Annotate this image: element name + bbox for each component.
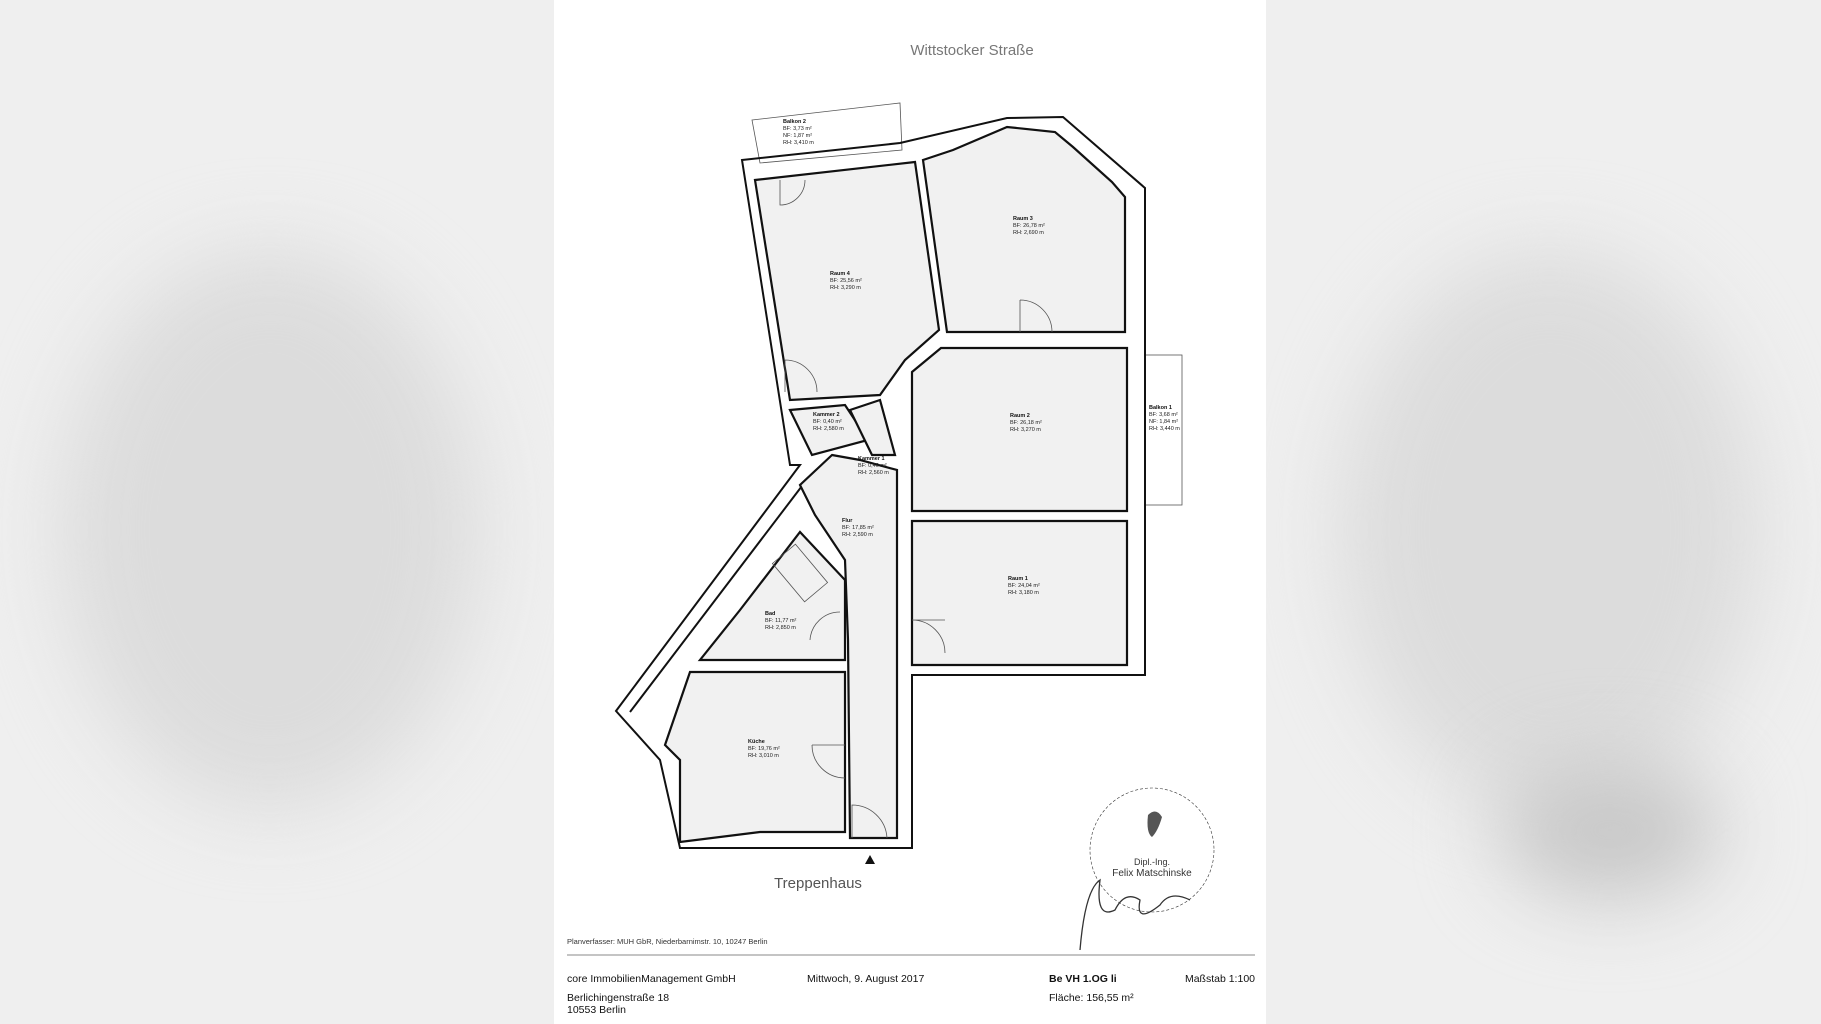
room-raum-4 bbox=[753, 160, 941, 402]
outer-wall bbox=[614, 115, 1146, 849]
svg-text:BF: 25,56 m²: BF: 25,56 m² bbox=[830, 278, 862, 284]
svg-text:Balkon 2: Balkon 2 bbox=[783, 119, 806, 125]
plan-scale: Maßstab 1:100 bbox=[1185, 973, 1255, 985]
svg-text:BF: 19,76 m²: BF: 19,76 m² bbox=[748, 746, 780, 752]
signature bbox=[1079, 878, 1191, 951]
svg-text:BF: 0,40 m²: BF: 0,40 m² bbox=[813, 419, 842, 425]
room-kueche bbox=[663, 670, 847, 844]
company-name: core ImmobilienManagement GmbH bbox=[567, 973, 736, 985]
svg-text:BF: 24,04 m²: BF: 24,04 m² bbox=[1008, 583, 1040, 589]
svg-text:Kammer 1: Kammer 1 bbox=[858, 456, 885, 462]
door-arc bbox=[809, 611, 841, 641]
svg-text:RH: 3,180 m: RH: 3,180 m bbox=[1008, 590, 1039, 596]
svg-text:Dipl.-Ing.: Dipl.-Ing. bbox=[1134, 857, 1170, 867]
svg-text:RH: 2,560 m: RH: 2,560 m bbox=[858, 470, 889, 476]
svg-text:RH: 3,270 m: RH: 3,270 m bbox=[1010, 427, 1041, 433]
svg-text:RH: 3,410 m: RH: 3,410 m bbox=[783, 140, 814, 146]
door-arc bbox=[851, 804, 888, 839]
blurred-background-right-stamp bbox=[1500, 760, 1720, 900]
svg-text:Raum 2: Raum 2 bbox=[1010, 413, 1030, 419]
room-raum-2 bbox=[910, 346, 1129, 513]
architect-stamp: Dipl.-Ing. Felix Matschinske bbox=[1079, 787, 1215, 951]
svg-text:RH: 2,580 m: RH: 2,580 m bbox=[813, 426, 844, 432]
blurred-background-left bbox=[60, 250, 480, 810]
svg-text:NF: 1,84 m²: NF: 1,84 m² bbox=[1149, 419, 1178, 425]
svg-text:RH: 3,290 m: RH: 3,290 m bbox=[830, 285, 861, 291]
svg-text:BF: 3,73 m²: BF: 3,73 m² bbox=[783, 126, 812, 132]
planverfasser-text: Planverfasser: MUH GbR, Niederbarnimstr.… bbox=[567, 937, 768, 946]
svg-text:Balkon 1: Balkon 1 bbox=[1149, 405, 1172, 411]
company-street: Berlichingenstraße 18 bbox=[567, 992, 669, 1004]
left-diagonal-wall bbox=[629, 481, 806, 713]
svg-text:BF: 3,68 m²: BF: 3,68 m² bbox=[1149, 412, 1178, 418]
room-raum-1 bbox=[910, 519, 1129, 667]
svg-text:Kammer 2: Kammer 2 bbox=[813, 412, 840, 418]
door-arc bbox=[811, 744, 846, 779]
svg-text:RH: 2,850 m: RH: 2,850 m bbox=[765, 625, 796, 631]
svg-text:NF: 1,87 m²: NF: 1,87 m² bbox=[783, 133, 812, 139]
stairwell-label: Treppenhaus bbox=[774, 875, 862, 892]
svg-text:RH: 3,440 m: RH: 3,440 m bbox=[1149, 426, 1180, 432]
svg-text:RH: 3,010 m: RH: 3,010 m bbox=[748, 753, 779, 759]
company-city: 10553 Berlin bbox=[567, 1004, 626, 1016]
svg-text:BF: 0,40 m²: BF: 0,40 m² bbox=[858, 463, 887, 469]
svg-text:Küche: Küche bbox=[748, 739, 765, 745]
balkon-2-area bbox=[751, 102, 903, 164]
room-kammer-1 bbox=[848, 398, 897, 457]
svg-text:Raum 1: Raum 1 bbox=[1008, 576, 1028, 582]
svg-text:BF: 26,78 m²: BF: 26,78 m² bbox=[1013, 223, 1045, 229]
svg-text:Raum 3: Raum 3 bbox=[1013, 216, 1033, 222]
svg-text:Flur: Flur bbox=[842, 518, 853, 524]
total-area: Fläche: 156,55 m² bbox=[1049, 992, 1134, 1004]
svg-text:BF: 11,77 m²: BF: 11,77 m² bbox=[765, 618, 797, 624]
svg-text:Felix Matschinske: Felix Matschinske bbox=[1112, 868, 1192, 879]
door-arc bbox=[784, 359, 818, 393]
room-flur bbox=[798, 453, 899, 840]
room-bad bbox=[697, 530, 847, 662]
plan-id: Be VH 1.OG li bbox=[1049, 973, 1117, 985]
svg-text:Raum 4: Raum 4 bbox=[830, 271, 851, 277]
svg-text:RH: 2,590 m: RH: 2,590 m bbox=[842, 532, 873, 538]
room-raum-3 bbox=[921, 125, 1127, 334]
entrance-marker-icon bbox=[865, 855, 875, 864]
street-label: Wittstocker Straße bbox=[910, 42, 1033, 59]
svg-text:RH: 2,690 m: RH: 2,690 m bbox=[1013, 230, 1044, 236]
bathtub bbox=[771, 543, 829, 603]
svg-text:BF: 26,18 m²: BF: 26,18 m² bbox=[1010, 420, 1042, 426]
door-arc bbox=[911, 619, 946, 654]
svg-text:Bad: Bad bbox=[765, 611, 775, 617]
svg-text:BF: 17,85 m²: BF: 17,85 m² bbox=[842, 525, 874, 531]
plan-date: Mittwoch, 9. August 2017 bbox=[807, 973, 924, 985]
door-arc bbox=[1019, 299, 1053, 333]
blurred-background-right bbox=[1340, 250, 1760, 810]
door-arc bbox=[779, 179, 806, 206]
